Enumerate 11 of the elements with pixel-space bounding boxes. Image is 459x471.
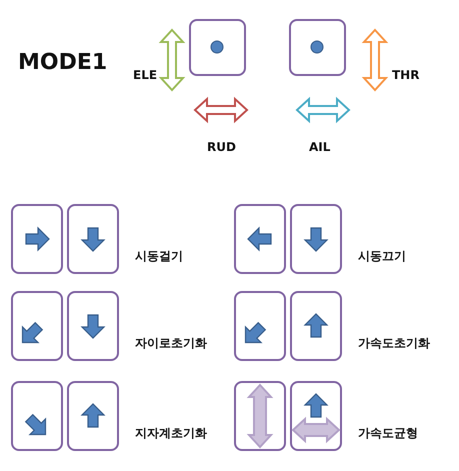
axis-label: RUD bbox=[207, 140, 236, 154]
mode-caption: 가속도균형 bbox=[358, 425, 418, 442]
mode-title: MODE1 bbox=[18, 50, 108, 75]
axis-label: THR bbox=[392, 68, 420, 82]
axis-label: ELE bbox=[133, 68, 158, 82]
axis-label: AIL bbox=[309, 140, 330, 154]
mode-caption: 자이로초기화 bbox=[135, 335, 207, 352]
mode-caption: 시동끄기 bbox=[358, 248, 406, 265]
mode-caption: 지자계초기화 bbox=[135, 425, 207, 442]
mode-caption: 가속도초기화 bbox=[358, 335, 430, 352]
mode-caption: 시동걸기 bbox=[135, 248, 183, 265]
